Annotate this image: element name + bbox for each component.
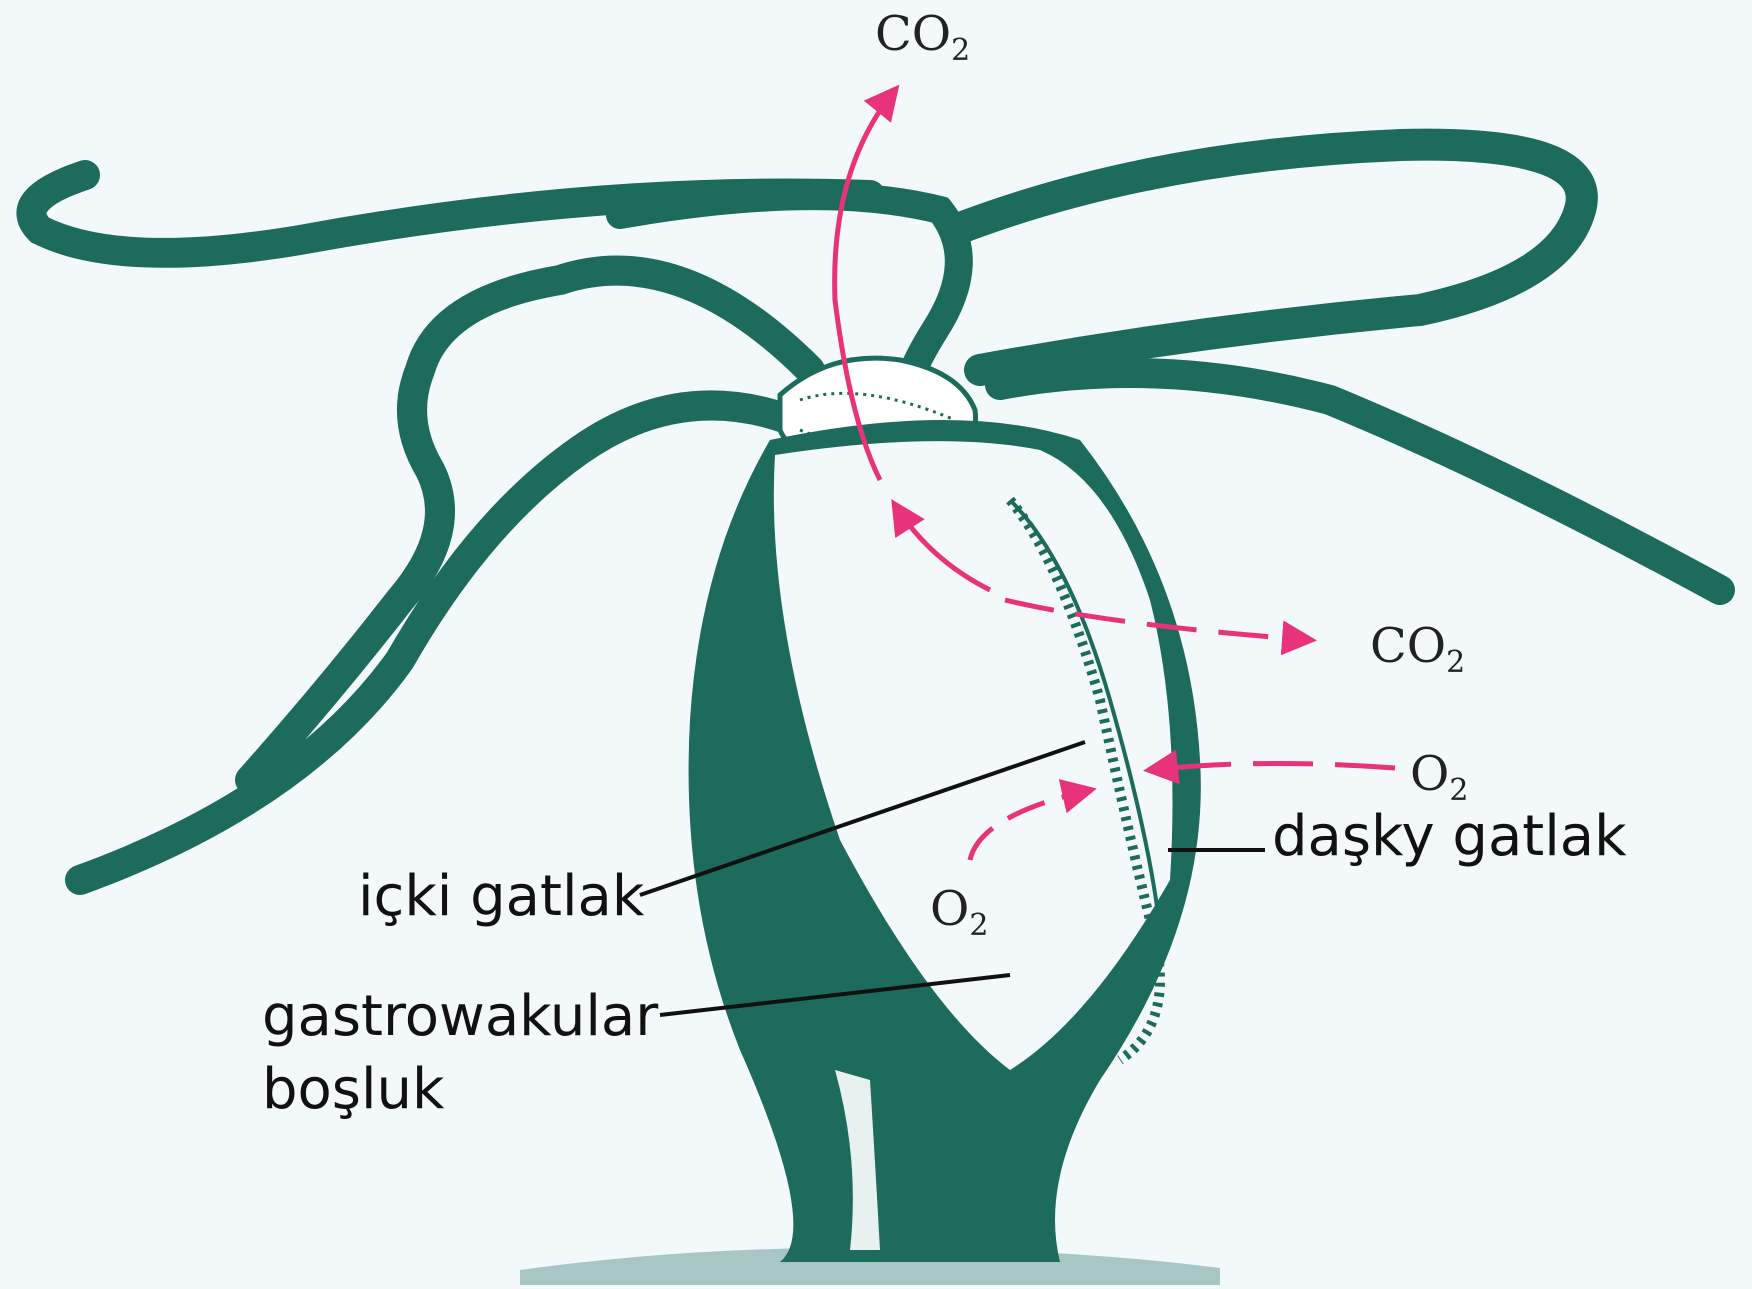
co2-label-top: CO2 xyxy=(875,6,970,68)
o2-label-right: O2 xyxy=(1410,746,1468,808)
arrow-o2-right xyxy=(1150,763,1395,770)
tentacle-top-right xyxy=(955,145,1582,370)
cavity-label-line1: gastrowakular xyxy=(262,984,659,1049)
co2-label-right: CO2 xyxy=(1370,618,1465,680)
outer-layer-label: daşky gatlak xyxy=(1272,804,1627,869)
inner-layer-label: içki gatlak xyxy=(358,864,645,929)
hydra-body xyxy=(689,420,1201,1262)
cavity-label-line2: boşluk xyxy=(262,1057,445,1122)
